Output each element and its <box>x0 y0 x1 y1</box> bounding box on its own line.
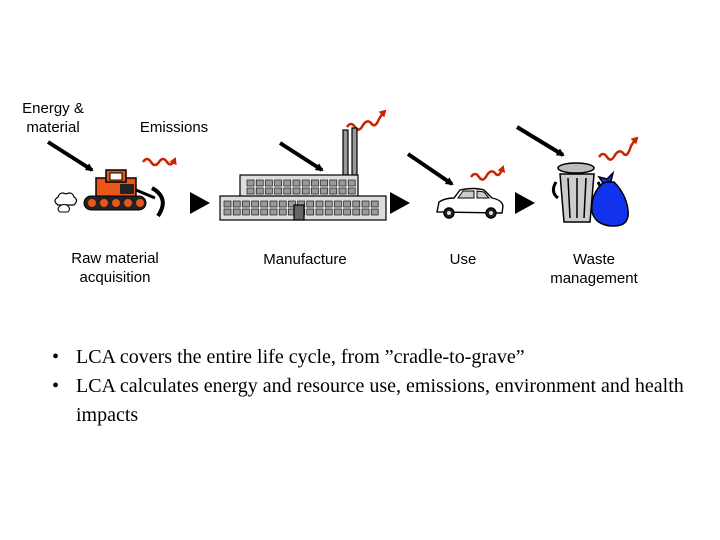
factory-window <box>352 200 361 208</box>
factory-window <box>370 200 379 208</box>
factory-window <box>324 208 333 216</box>
factory-window <box>347 187 356 195</box>
factory-window <box>246 179 255 187</box>
factory-window <box>265 187 273 195</box>
emission-arrow-raw <box>141 157 177 167</box>
stage-label-use: Use <box>449 251 477 268</box>
factory-window <box>274 179 282 187</box>
factory-window <box>306 200 315 208</box>
factory-window <box>269 200 278 208</box>
factory-window <box>315 208 324 216</box>
factory-window <box>343 208 351 216</box>
factory-window <box>311 187 319 195</box>
car-icon <box>436 187 504 219</box>
stage-label-manufacture: Manufacture <box>263 251 347 268</box>
factory-window <box>251 200 259 208</box>
input-arrows <box>46 125 565 186</box>
flow-arrows <box>190 192 535 214</box>
input-arrow-use <box>406 152 454 186</box>
factory-window <box>352 208 361 216</box>
factory-window <box>265 179 273 187</box>
stage-label-raw-material: Raw material acquisition <box>71 250 159 286</box>
factory-window <box>311 179 319 187</box>
factory-window <box>274 187 282 195</box>
factory-window <box>370 208 379 216</box>
emission-arrows <box>141 109 639 181</box>
factory-window <box>246 187 255 195</box>
factory-window <box>315 200 324 208</box>
factory-window <box>343 200 351 208</box>
factory-window <box>329 187 338 195</box>
trash-can-icon <box>551 162 603 223</box>
factory-window <box>324 200 333 208</box>
lca-diagram <box>46 109 639 227</box>
factory-window <box>320 187 328 195</box>
factory-window <box>255 187 264 195</box>
garbage-bag-icon <box>591 170 629 227</box>
factory-window <box>283 179 292 187</box>
factory-window <box>292 187 301 195</box>
factory-window <box>251 208 259 216</box>
factory-window <box>334 200 342 208</box>
factory-icon <box>219 127 387 221</box>
factory-window <box>338 179 347 187</box>
factory-window <box>347 179 356 187</box>
factory-window <box>306 208 315 216</box>
bullet-list: LCA covers the entire life cycle, from ”… <box>52 343 692 430</box>
label-energy-material: Energy & material <box>22 100 84 136</box>
flow-arrow-1 <box>190 192 210 214</box>
factory-window <box>288 200 296 208</box>
factory-window <box>278 200 287 208</box>
factory-window <box>242 200 250 208</box>
factory-window <box>361 208 370 216</box>
flow-arrow-2 <box>390 192 410 214</box>
bullet-item: LCA calculates energy and resource use, … <box>52 372 692 430</box>
emission-arrow-waste <box>597 136 639 161</box>
bulldozer-icon <box>54 169 165 218</box>
stage-label-waste-management: Waste management <box>550 251 638 287</box>
factory-window <box>301 179 310 187</box>
factory-window <box>283 187 292 195</box>
factory-window <box>232 208 241 216</box>
factory-window <box>232 200 241 208</box>
input-arrow-raw <box>46 140 94 172</box>
factory-window <box>269 208 278 216</box>
factory-window <box>292 179 301 187</box>
factory-window <box>260 208 269 216</box>
flow-arrow-3 <box>515 192 535 214</box>
factory-window <box>242 208 250 216</box>
factory-window <box>223 208 232 216</box>
emission-arrow-manufacture <box>345 109 387 131</box>
input-arrow-manufacture <box>278 141 324 172</box>
label-emissions: Emissions <box>139 119 209 136</box>
factory-window <box>260 200 269 208</box>
factory-window <box>338 187 347 195</box>
factory-window <box>334 208 342 216</box>
factory-window <box>329 179 338 187</box>
factory-window <box>255 179 264 187</box>
input-arrow-waste <box>515 125 565 157</box>
emission-arrow-use <box>469 165 506 181</box>
factory-window <box>301 187 310 195</box>
factory-window <box>361 200 370 208</box>
factory-window <box>320 179 328 187</box>
bullet-item: LCA covers the entire life cycle, from ”… <box>52 343 692 372</box>
factory-window <box>223 200 232 208</box>
factory-window <box>278 208 287 216</box>
